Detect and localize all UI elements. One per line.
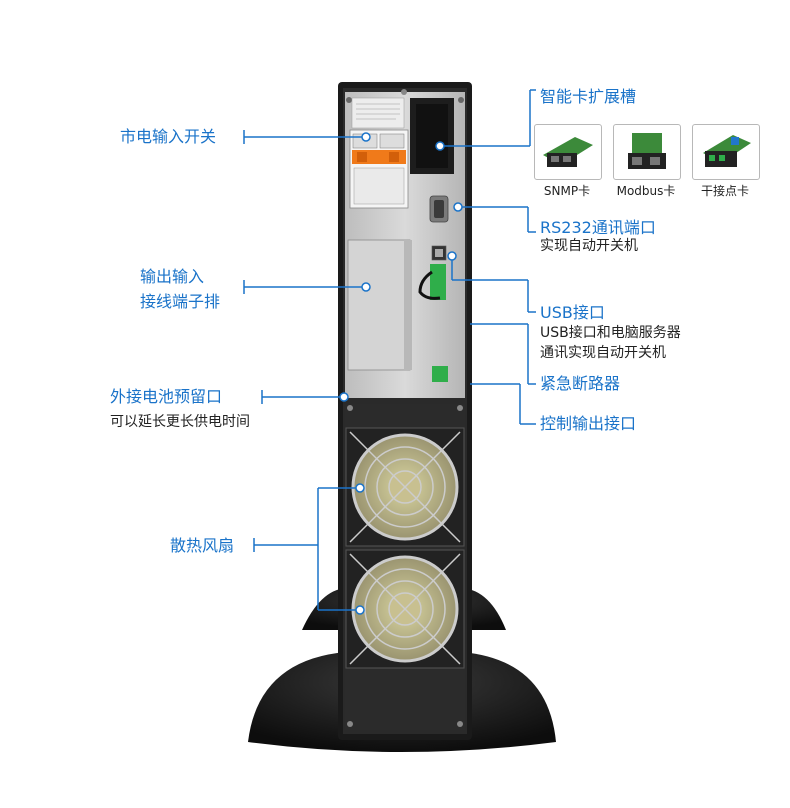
callout-lines — [243, 89, 536, 611]
label-battery-port: 外接电池预留口 — [110, 387, 223, 406]
label-battery-port-desc: 可以延长更长供电时间 — [110, 414, 250, 430]
smart-card-slot — [410, 98, 454, 174]
dry-contact-card-caption: 干接点卡 — [700, 184, 749, 198]
upper-fan — [345, 427, 465, 547]
label-usb-desc-line2: 通讯实现自动开关机 — [540, 345, 666, 361]
snmp-card-thumbnail — [534, 124, 602, 180]
label-control-output: 控制输出接口 — [540, 414, 637, 433]
dry-contact-card-icon — [703, 135, 751, 167]
label-io-terminal-line2: 接线端子排 — [140, 292, 221, 311]
snmp-card-caption: SNMP卡 — [543, 184, 591, 198]
label-epo: 紧急断路器 — [540, 374, 621, 393]
snmp-card-icon — [543, 137, 593, 167]
mains-breaker — [349, 129, 409, 209]
label-rs232: RS232通讯端口 — [540, 218, 656, 237]
epo-terminal — [432, 366, 448, 382]
modbus-card-thumbnail — [613, 124, 681, 180]
label-smart-slot: 智能卡扩展槽 — [540, 87, 637, 106]
label-usb: USB接口 — [540, 303, 605, 322]
modbus-card-icon — [628, 133, 666, 169]
modbus-card-caption: Modbus卡 — [616, 184, 676, 198]
lower-fan — [345, 549, 465, 669]
usb-port — [431, 245, 447, 261]
label-io-terminal-line1: 输出输入 — [140, 267, 205, 286]
label-rs232-desc: 实现自动开关机 — [540, 238, 638, 254]
label-usb-desc-line1: USB接口和电脑服务器 — [540, 325, 681, 341]
label-cooling-fan: 散热风扇 — [170, 536, 235, 555]
green-terminal-block — [418, 264, 446, 300]
terminal-cover — [347, 239, 412, 371]
dry-contact-card-thumbnail — [692, 124, 760, 180]
rs232-port — [429, 195, 449, 223]
callout-dots — [339, 132, 463, 615]
label-mains-switch: 市电输入开关 — [120, 127, 217, 146]
